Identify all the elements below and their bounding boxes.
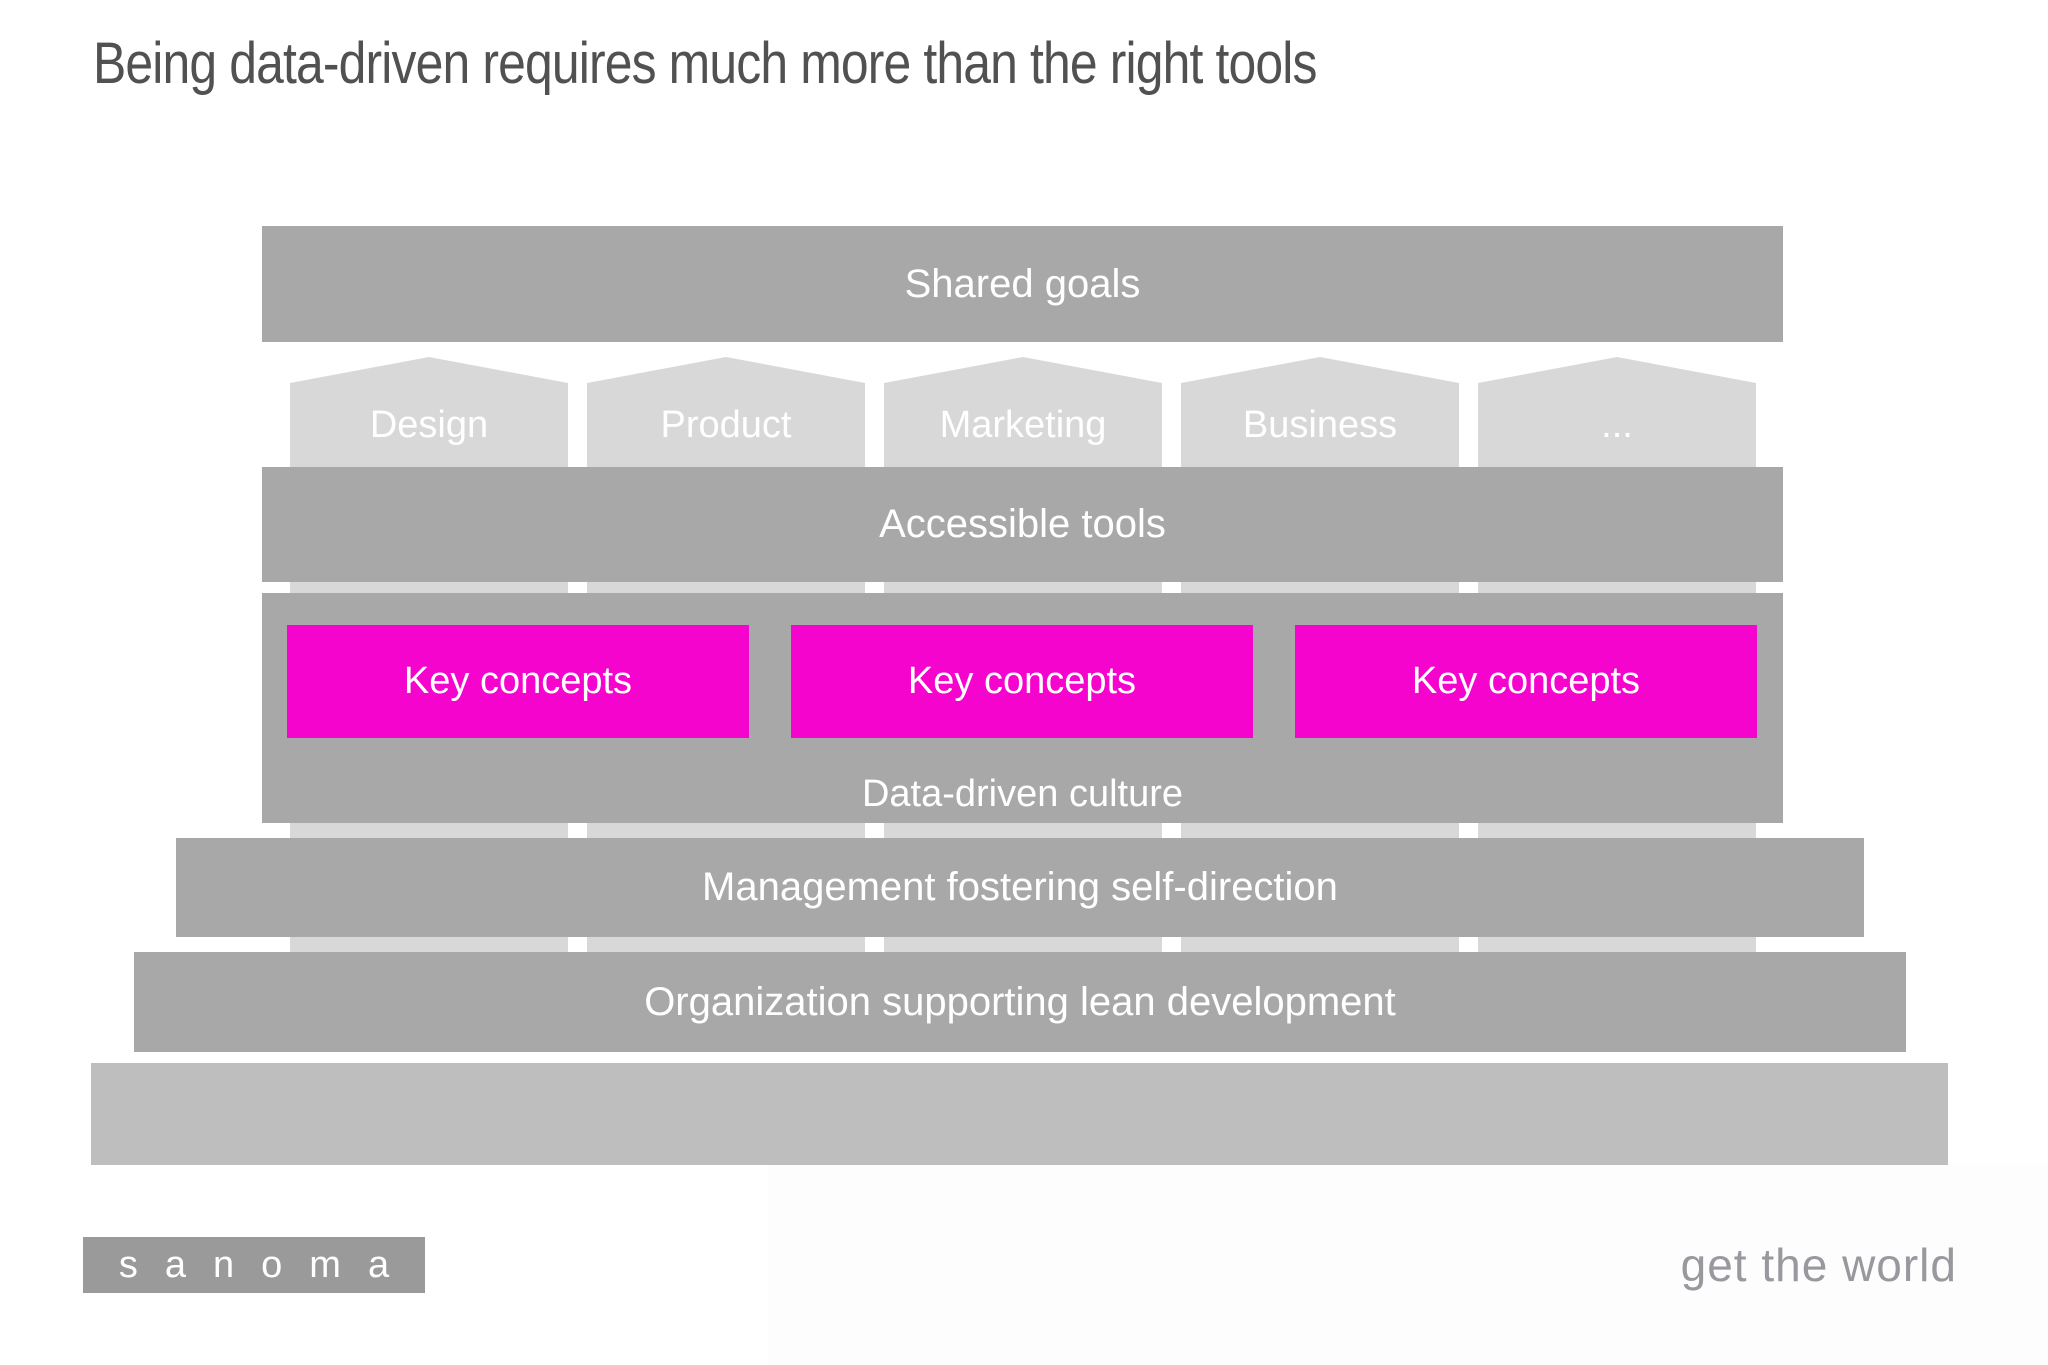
base-bar (91, 1063, 1948, 1165)
slide-title: Being data-driven requires much more tha… (93, 31, 1317, 96)
key-concepts-label-2: Key concepts (907, 660, 1137, 702)
management-bar: Management fostering self-direction (176, 838, 1864, 937)
sanoma-logo-text: sanoma (118, 1244, 417, 1286)
background-tint (768, 1165, 2048, 1365)
data-driven-culture-label: Data-driven culture (861, 772, 1184, 815)
key-concepts-box-3: Key concepts (1295, 625, 1757, 738)
pillar-ellipsis-label: ... (1601, 403, 1633, 446)
management-label: Management fostering self-direction (702, 865, 1338, 909)
tagline: get the world (1680, 1239, 1957, 1291)
pillar-design-label: Design (369, 403, 489, 446)
accessible-tools-bar: Accessible tools (262, 467, 1783, 582)
key-concepts-box-2: Key concepts (791, 625, 1253, 738)
sanoma-logo: sanoma (83, 1237, 425, 1293)
pillar-product-label: Product (660, 403, 792, 446)
key-concepts-label-3: Key concepts (1411, 660, 1641, 702)
pillar-marketing-label: Marketing (939, 403, 1107, 446)
organization-label: Organization supporting lean development (644, 979, 1396, 1024)
accessible-tools-label: Accessible tools (879, 502, 1166, 546)
shared-goals-bar: Shared goals (262, 226, 1783, 342)
key-concepts-label-1: Key concepts (403, 660, 633, 702)
key-concepts-box-1: Key concepts (287, 625, 749, 738)
pillar-business-label: Business (1242, 403, 1398, 446)
shared-goals-label: Shared goals (904, 261, 1141, 306)
organization-bar: Organization supporting lean development (134, 952, 1906, 1052)
